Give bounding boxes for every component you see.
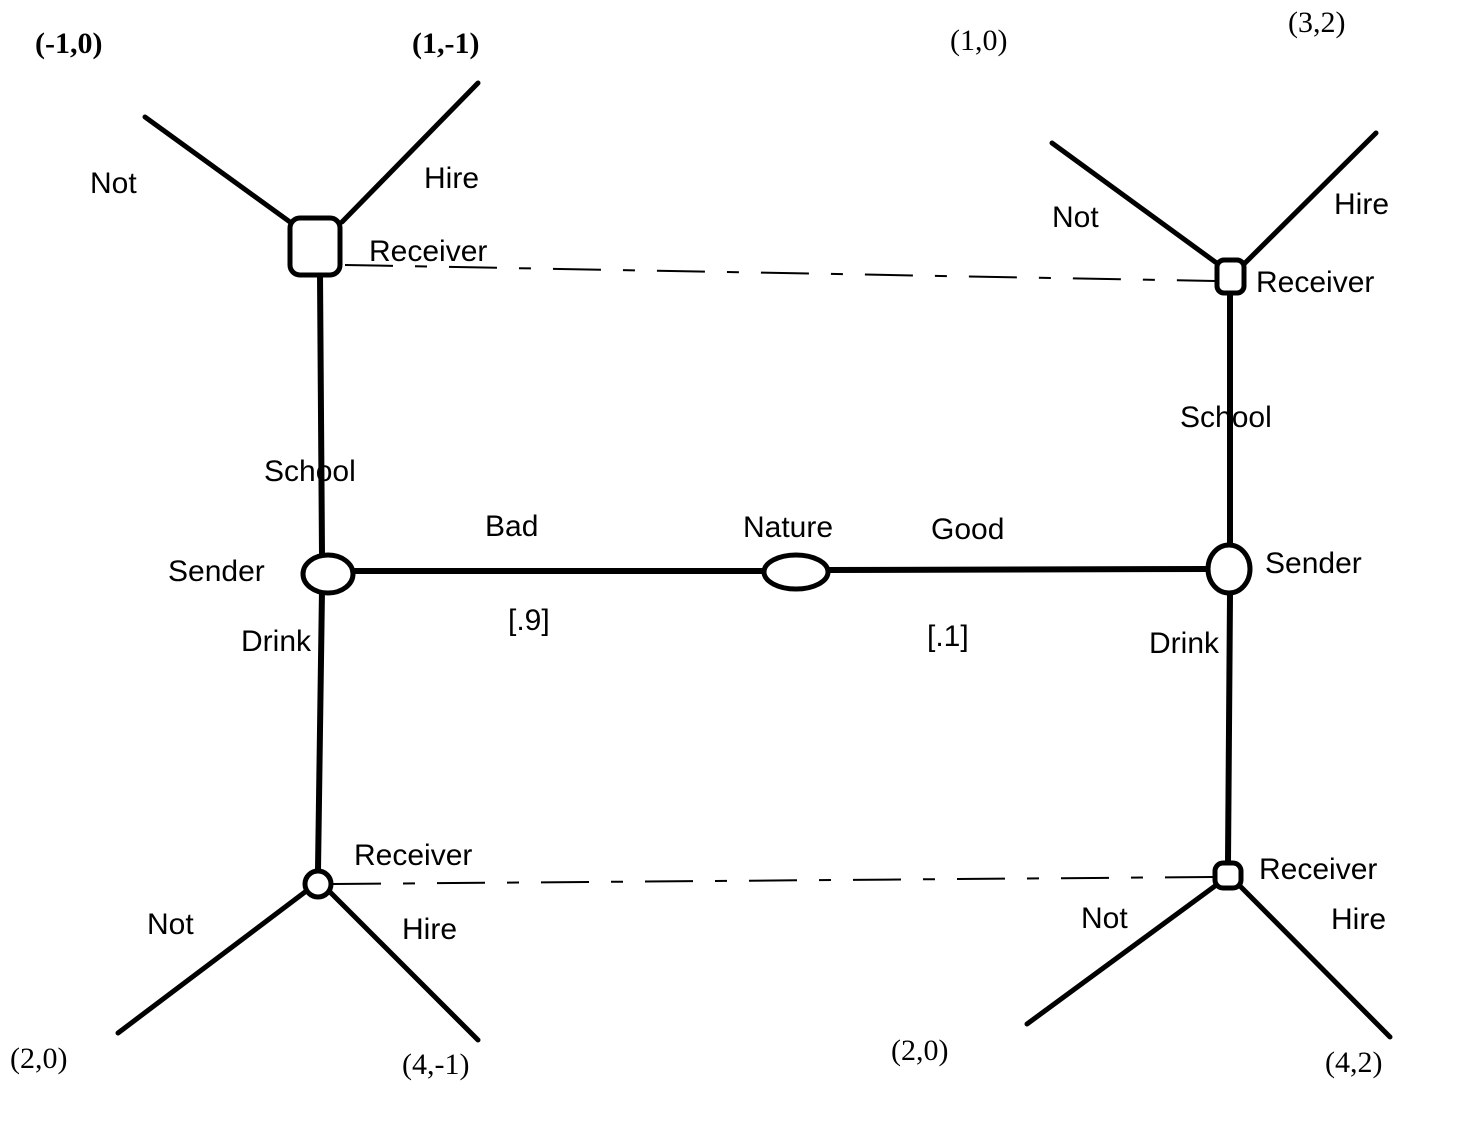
top-right-receiver-label: Receiver [1256,266,1374,299]
top-left-not-edge [142,114,293,225]
bottom-right-receiver-label: Receiver [1259,853,1377,886]
left-school-label: School [264,455,356,488]
good-probability: [.1] [927,620,969,653]
top-left-hire-label: Hire [424,162,479,195]
bottom-right-receiver-node [1212,860,1244,891]
top-information-set [344,264,1216,282]
top-right-not-edge [1049,140,1221,267]
right-sender-node [1205,542,1253,596]
bottom-information-set [332,876,1214,885]
payoff-top-right-not: (1,0) [950,24,1007,57]
bottom-right-hire-label: Hire [1331,903,1386,936]
payoff-bottom-right-hire: (4,2) [1325,1046,1382,1079]
left-sender-label: Sender [168,555,265,588]
top-left-receiver-label: Receiver [369,235,487,268]
right-school-label: School [1180,401,1272,434]
right-drink-edge [1225,592,1233,865]
bad-move-label: Bad [485,510,538,543]
payoff-top-left-hire: (1,-1) [412,27,479,60]
top-right-hire-label: Hire [1334,188,1389,221]
payoff-bottom-right-not: (2,0) [891,1034,948,1067]
bottom-left-receiver-label: Receiver [354,839,472,872]
bottom-right-not-edge [1024,883,1218,1027]
top-left-not-label: Not [90,167,137,200]
bottom-left-not-label: Not [147,908,194,941]
bottom-right-not-label: Not [1081,902,1128,935]
top-left-hire-edge [339,80,481,225]
bottom-left-hire-label: Hire [402,913,457,946]
left-drink-label: Drink [241,625,312,658]
good-move-label: Good [931,513,1004,546]
payoff-bottom-left-not: (2,0) [10,1042,67,1075]
top-left-receiver-node [287,215,343,278]
bottom-right-hire-edge [1237,883,1393,1040]
bottom-left-not-edge [115,889,308,1036]
nature-label: Nature [743,511,833,544]
left-school-edge [317,272,325,558]
payoff-top-right-hire: (3,2) [1288,6,1345,39]
left-sender-node [300,552,356,596]
bottom-left-hire-edge [327,889,481,1043]
bad-probability: [.9] [508,604,550,637]
left-drink-edge [315,587,325,873]
payoff-bottom-left-hire: (4,-1) [402,1048,469,1081]
good-edge [825,566,1211,573]
right-drink-label: Drink [1149,627,1220,660]
top-right-hire-edge [1241,130,1379,267]
bottom-left-receiver-node [302,868,334,900]
top-right-not-label: Not [1052,201,1099,234]
top-right-receiver-node [1214,257,1247,296]
nature-node [761,552,831,592]
right-sender-label: Sender [1265,547,1362,580]
payoff-top-left-not: (-1,0) [35,27,102,60]
